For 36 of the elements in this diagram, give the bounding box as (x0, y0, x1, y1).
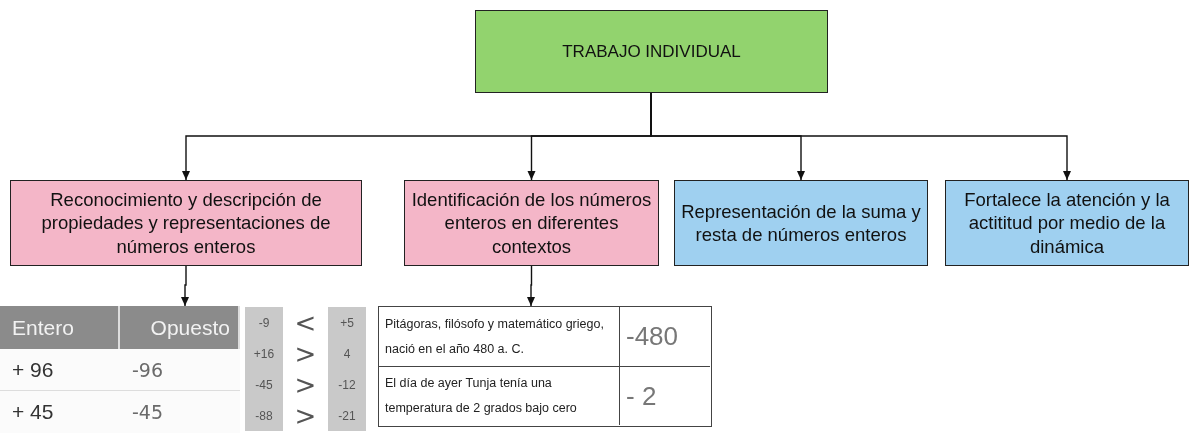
number-cell: -9 (245, 307, 283, 338)
arrow (181, 265, 189, 307)
topic-box (10, 180, 362, 266)
handwritten-answer: -480 (619, 307, 710, 367)
box-text: Fortalece la atención y la actititud por medio de la dinámica (963, 188, 1171, 258)
number-cell: +16 (245, 338, 283, 369)
column-header: Entero (0, 306, 120, 349)
box-title: TRABAJO INDIVIDUAL (561, 40, 742, 63)
handwritten-answer: -96 (120, 349, 240, 391)
topic-box (945, 180, 1189, 266)
number-table-photo (0, 306, 240, 433)
context-table-photo (378, 306, 712, 427)
number-cell: -21 (328, 400, 366, 431)
number-cell: 4 (328, 338, 366, 369)
number-cell: -12 (328, 369, 366, 400)
arrow (527, 265, 535, 307)
handwritten-answer: -45 (131, 400, 165, 425)
table-cell: + 96 (0, 349, 120, 391)
table-cell: Pitágoras, filósofo y matemático griego, nació en el año 480 a. C. (379, 307, 619, 367)
topic-box (404, 180, 659, 266)
handwritten-answer: - 2 (619, 367, 710, 425)
topic-box (674, 180, 928, 266)
number-cell: -88 (245, 400, 283, 431)
number-cell: -45 (245, 369, 283, 400)
title-box (475, 10, 828, 93)
column-header: Opuesto (120, 306, 240, 349)
table-cell-text: El día de ayer Tunja tenía una temperatura de 2 grados bajo cero (384, 375, 578, 417)
box-text: Representación de la suma y resta de números enteros (680, 199, 922, 247)
number-cell: +5 (328, 307, 366, 338)
comparison-sign: < (293, 307, 318, 338)
comparison-sign: > (293, 338, 318, 369)
comparison-sign: > (293, 369, 318, 400)
table-cell-text: + 45 (11, 399, 55, 425)
box-text: Reconocimiento y descripción de propiedades y representaciones de números enteros (40, 188, 332, 258)
comparison-sign: > (293, 400, 318, 431)
box-text: Identificación de los números enteros en diferentes contextos (410, 188, 653, 258)
